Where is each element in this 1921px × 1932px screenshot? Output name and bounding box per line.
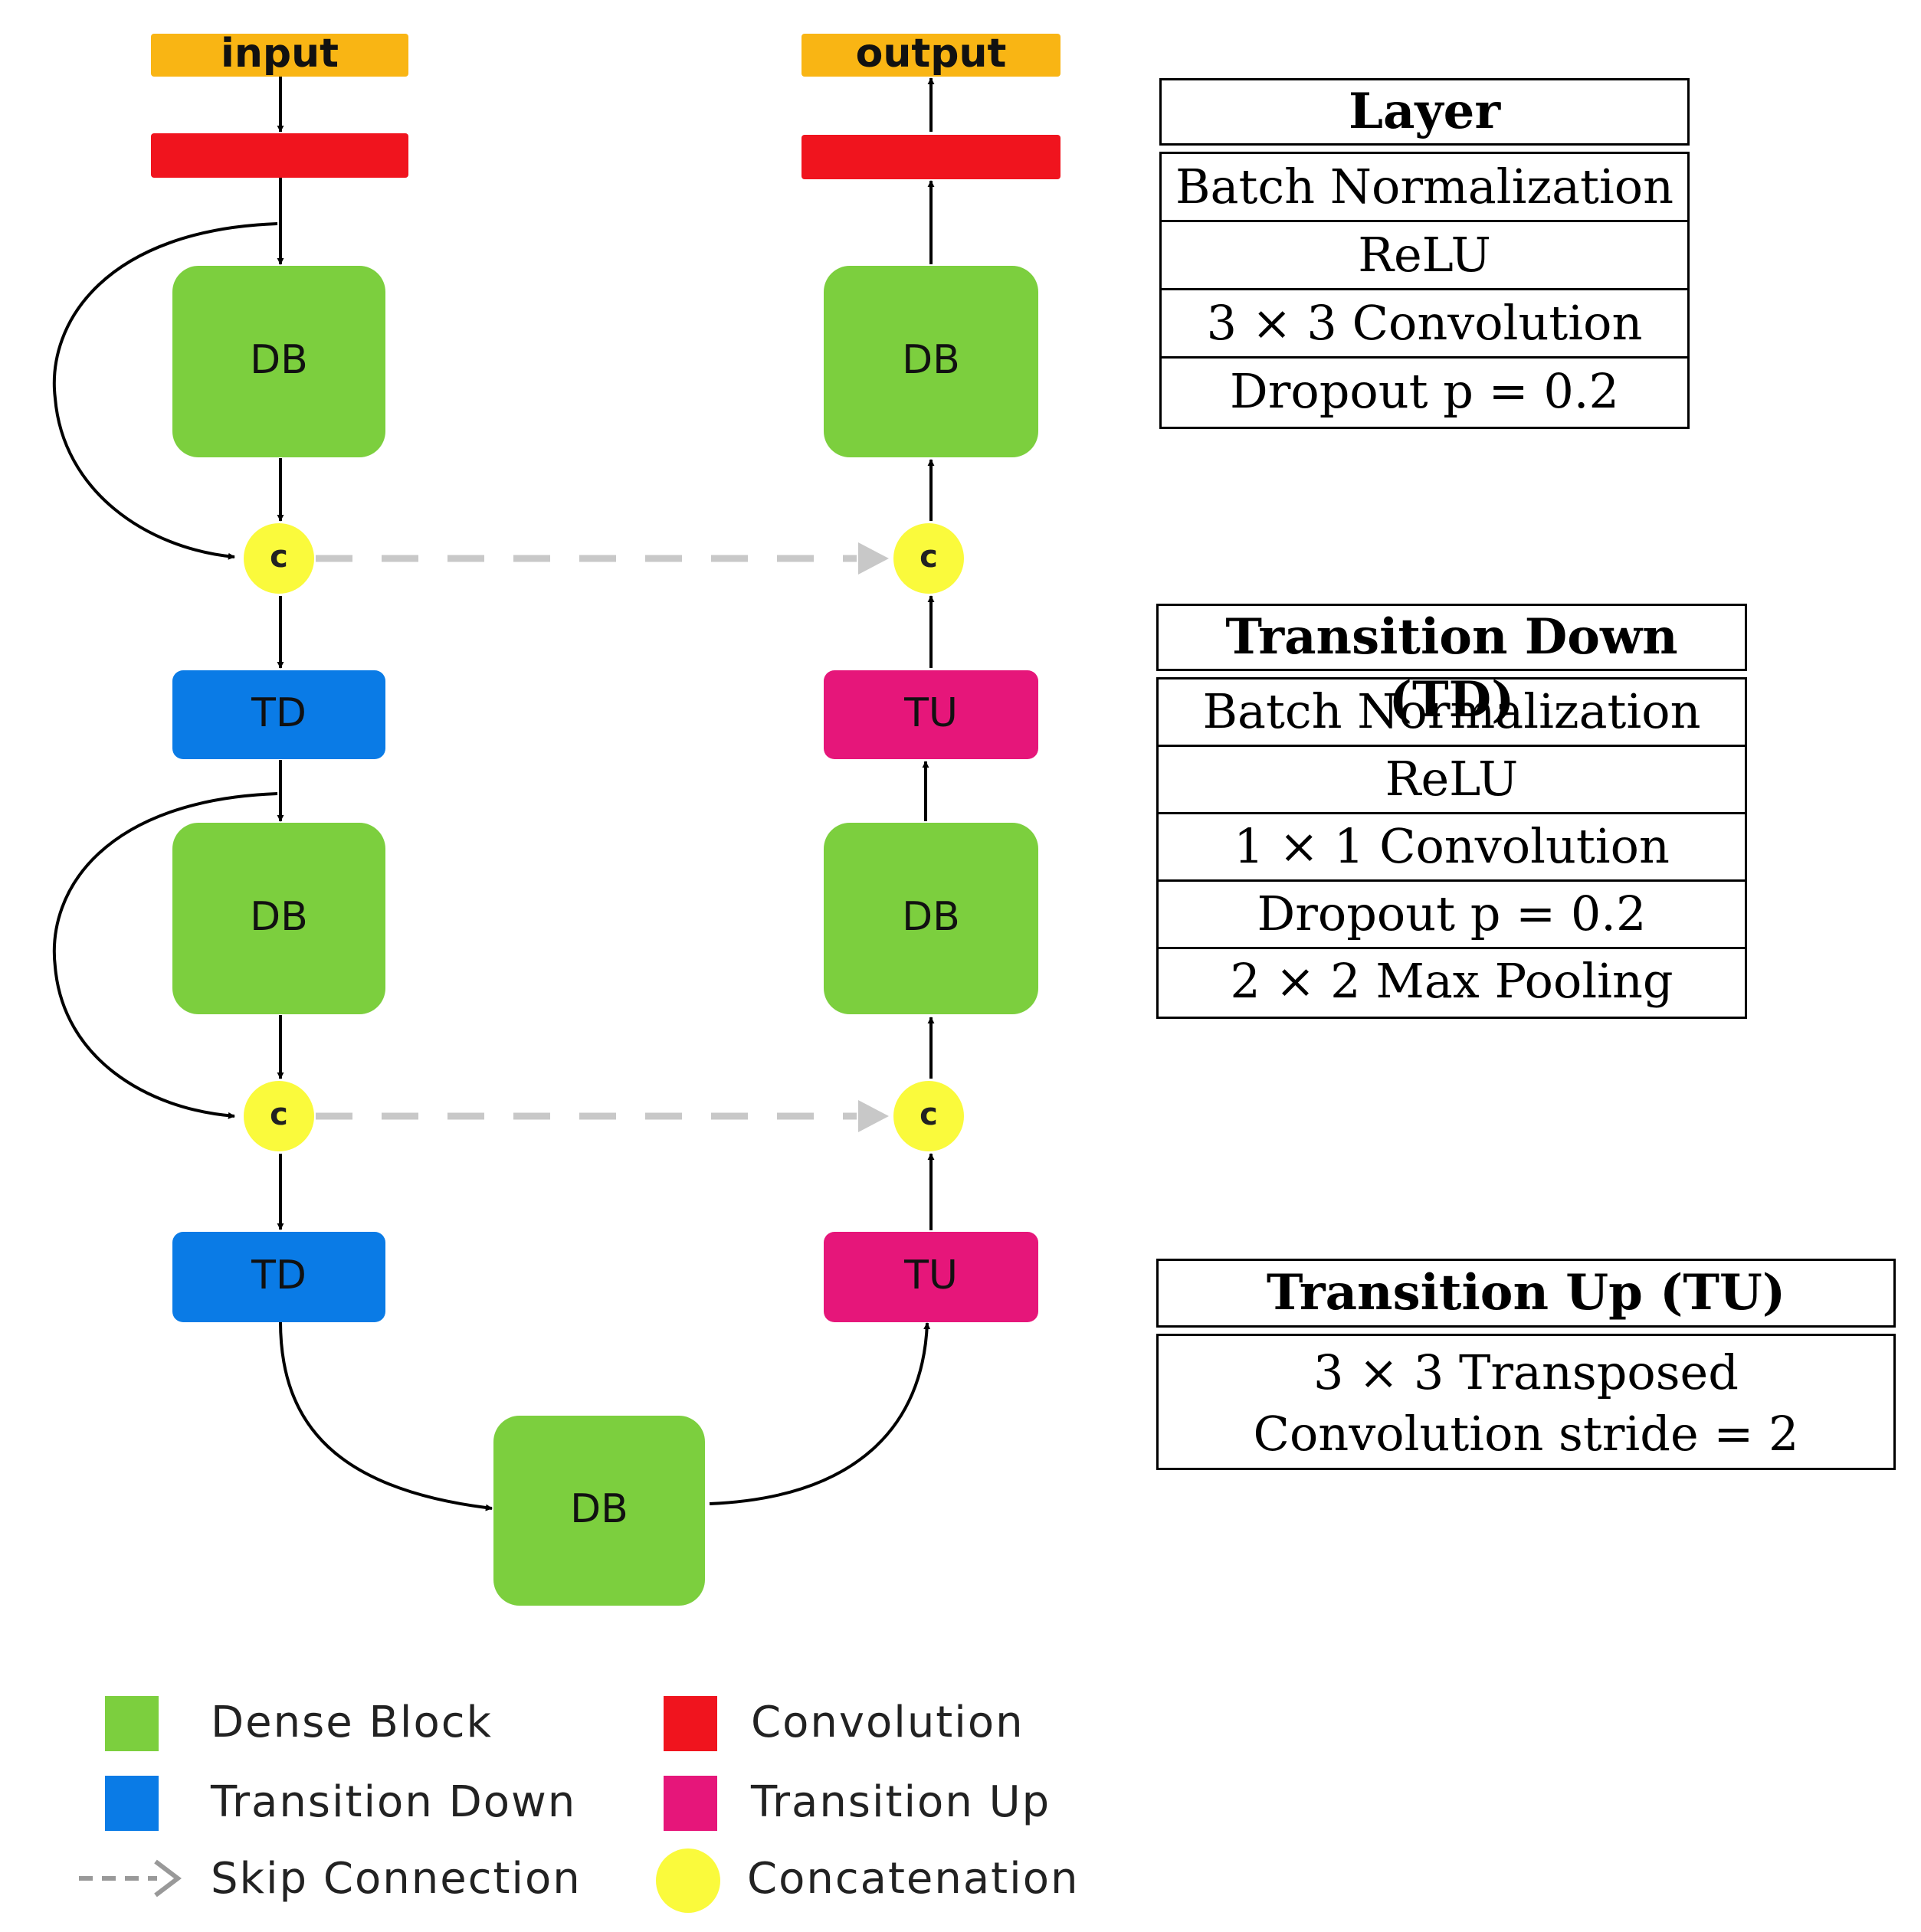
edge-td1-c2-curve xyxy=(52,792,278,1119)
transition-down-table: Transition Down (TD) Batch Normalization… xyxy=(1156,604,1747,1019)
legend-transition-up-label: Transition Up xyxy=(751,1777,1051,1827)
skip-arrowhead-1 xyxy=(858,542,889,575)
concatenation-down-2: c xyxy=(244,1081,314,1151)
transition-up-1: TU xyxy=(824,670,1038,759)
dense-block-bottleneck: DB xyxy=(493,1416,705,1606)
transition-down-label: TD xyxy=(251,690,307,736)
layer-row: Dropout p = 0.2 xyxy=(1230,363,1619,419)
dense-block-label: DB xyxy=(570,1486,628,1532)
transition-up-table-title: Transition Up (TU) xyxy=(1156,1259,1896,1328)
transition-down-1: TD xyxy=(172,670,385,759)
legend-transition-up-swatch xyxy=(664,1776,717,1831)
transition-up-row: 3 × 3 Transposed Convolution stride = 2 xyxy=(1253,1344,1799,1462)
transition-down-table-title: Transition Down (TD) xyxy=(1156,604,1747,729)
transition-down-row: ReLU xyxy=(1159,747,1745,814)
dense-block-label: DB xyxy=(250,337,308,383)
layer-row: ReLU xyxy=(1162,222,1687,290)
dense-block-up-1: DB xyxy=(824,823,1038,1014)
transition-up-label: TU xyxy=(903,690,958,736)
legend-dense-block-label: Dense Block xyxy=(211,1698,493,1747)
legend-transition-down-swatch xyxy=(105,1776,159,1831)
transition-down-row: 1 × 1 Convolution xyxy=(1159,814,1745,882)
input-node: input xyxy=(151,31,408,77)
transition-up-2: TU xyxy=(824,1232,1038,1322)
legend-transition-down-label: Transition Down xyxy=(211,1777,577,1827)
transition-down-2: TD xyxy=(172,1232,385,1322)
transition-up-table: Transition Up (TU) 3 × 3 Transposed Conv… xyxy=(1156,1259,1896,1470)
dense-block-label: DB xyxy=(902,894,960,940)
transition-down-row: Dropout p = 0.2 xyxy=(1159,882,1745,949)
input-box xyxy=(151,34,408,77)
convolution-block-in xyxy=(151,133,408,178)
layer-row: Batch Normalization xyxy=(1162,154,1687,222)
output-label: output xyxy=(856,31,1007,77)
dense-block-down-1: DB xyxy=(172,266,385,457)
transition-down-label: TD xyxy=(251,1253,307,1298)
transition-up-label: TU xyxy=(903,1253,958,1298)
layer-table-body: Batch Normalization ReLU 3 × 3 Convoluti… xyxy=(1159,152,1690,429)
layer-table-title: Layer xyxy=(1159,78,1690,146)
legend-dense-block-swatch xyxy=(105,1696,159,1751)
edge-db3-tu2 xyxy=(709,1322,931,1505)
legend-skip-arrowhead xyxy=(154,1859,182,1898)
edge-td2-db3 xyxy=(279,1321,493,1511)
concatenation-down-1: c xyxy=(244,523,314,594)
legend-concatenation-label: Concatenation xyxy=(747,1854,1080,1904)
layer-table: Layer Batch Normalization ReLU 3 × 3 Con… xyxy=(1159,78,1690,429)
convolution-block-out xyxy=(802,135,1060,179)
output-node: output xyxy=(802,31,1060,77)
transition-down-row: 2 × 2 Max Pooling xyxy=(1230,953,1673,1009)
dense-block-label: DB xyxy=(902,337,960,383)
dense-block-down-2: DB xyxy=(172,823,385,1014)
transition-down-row: Batch Normalization xyxy=(1159,679,1745,747)
layer-row: 3 × 3 Convolution xyxy=(1162,290,1687,359)
skip-arrowhead-2 xyxy=(858,1100,889,1132)
dense-block-label: DB xyxy=(250,894,308,940)
output-box xyxy=(802,34,1060,77)
concatenation-up-1: c xyxy=(893,523,964,594)
transition-up-table-body: 3 × 3 Transposed Convolution stride = 2 xyxy=(1156,1334,1896,1470)
transition-down-table-body: Batch Normalization ReLU 1 × 1 Convoluti… xyxy=(1156,677,1747,1019)
legend-convolution-swatch xyxy=(664,1696,717,1751)
input-label: input xyxy=(221,31,339,77)
legend-convolution-label: Convolution xyxy=(751,1698,1024,1747)
concatenation-label: c xyxy=(270,539,288,575)
concatenation-label: c xyxy=(920,539,938,575)
legend-concatenation-swatch xyxy=(656,1848,720,1913)
legend-skip-connection-label: Skip Connection xyxy=(211,1854,582,1904)
edge-conv-c1-curve xyxy=(52,222,278,560)
concatenation-up-2: c xyxy=(893,1081,964,1151)
concatenation-label: c xyxy=(270,1097,288,1132)
dense-block-up-2: DB xyxy=(824,266,1038,457)
concatenation-label: c xyxy=(920,1097,938,1132)
